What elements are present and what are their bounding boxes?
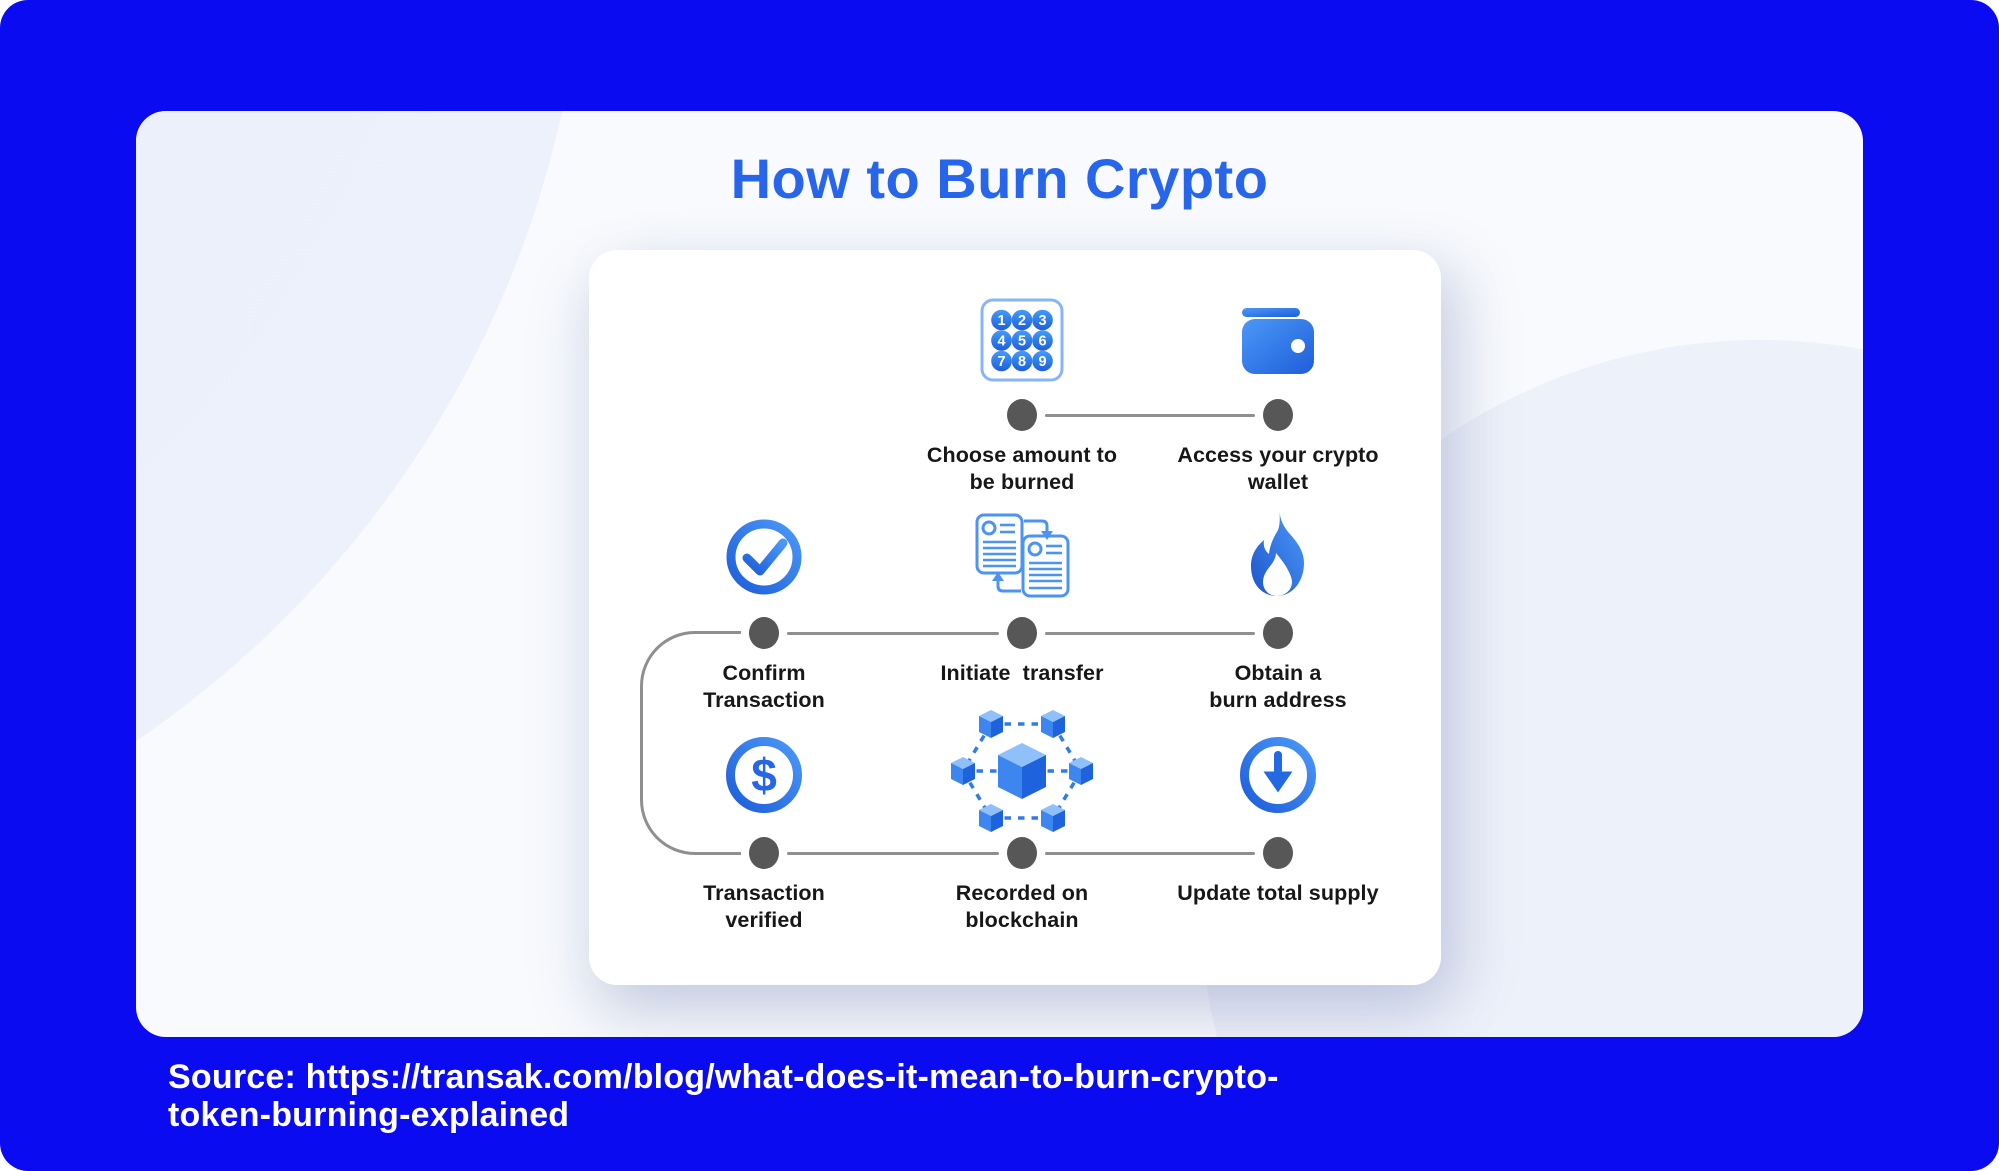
connector-row1 [1045, 414, 1255, 417]
documents-transfer-icon [975, 513, 1070, 598]
step-dot-confirm-transaction [749, 617, 779, 649]
step-label-initiate-transfer: Initiate transfer [892, 660, 1152, 687]
label-line: wallet [1247, 470, 1309, 494]
keypad-digit: 1 [997, 313, 1005, 329]
step-dot-choose-amount [1007, 399, 1037, 431]
keypad-digit: 2 [1018, 313, 1026, 329]
connector-bracket-left [640, 631, 741, 855]
step-label-obtain-burn-address: Obtain a burn address [1148, 660, 1408, 714]
connector-row3-a [787, 852, 999, 855]
step-dot-recorded-on-blockchain [1007, 837, 1037, 869]
step-label-update-total-supply: Update total supply [1148, 880, 1408, 907]
keypad-digit: 3 [1038, 313, 1046, 329]
step-dot-initiate-transfer [1007, 617, 1037, 649]
keypad-digit: 5 [1018, 334, 1026, 350]
step-dot-transaction-verified [749, 837, 779, 869]
label-line: burn address [1209, 688, 1347, 712]
label-line: Recorded on [955, 881, 1089, 905]
arrow-down-circle-icon [1240, 737, 1316, 813]
blockchain-network-icon [951, 710, 1093, 832]
step-dot-access-wallet [1263, 399, 1293, 431]
decorative-circle-top-left [136, 111, 586, 919]
step-label-confirm-transaction: Confirm Transaction [634, 660, 894, 714]
flow-diagram-card: 1 2 3 4 5 6 7 8 9 [589, 250, 1441, 985]
label-line: blockchain [965, 908, 1079, 932]
flame-icon [1251, 511, 1304, 596]
connector-row2-b [1045, 632, 1255, 635]
label-line: Confirm [722, 661, 806, 685]
keypad-digit: 7 [997, 354, 1005, 370]
dollar-circle-icon: $ [726, 737, 802, 813]
keypad-digit: 8 [1018, 354, 1026, 370]
connector-row3-b [1045, 852, 1255, 855]
keypad-digit: 6 [1038, 334, 1046, 350]
keypad-digit: 9 [1038, 354, 1046, 370]
step-dot-update-total-supply [1263, 837, 1293, 869]
source-line-1: Source: https://transak.com/blog/what-do… [168, 1058, 1279, 1096]
label-line: Update total supply [1177, 881, 1379, 905]
label-line: Obtain a [1234, 661, 1322, 685]
connector-row2-a [787, 632, 999, 635]
step-label-choose-amount: Choose amount to be burned [892, 442, 1152, 496]
source-attribution: Source: https://transak.com/blog/what-do… [168, 1058, 1279, 1134]
step-label-transaction-verified: Transaction verified [634, 880, 894, 934]
page-title: How to Burn Crypto [730, 147, 1269, 210]
label-line: Choose amount to [926, 443, 1118, 467]
step-dot-obtain-burn-address [1263, 617, 1293, 649]
main-card: How to Burn Crypto [136, 111, 1863, 1037]
keypad-icon: 1 2 3 4 5 6 7 8 9 [980, 298, 1064, 382]
label-line: Initiate transfer [940, 661, 1104, 685]
wallet-icon [1242, 308, 1314, 374]
label-line: be burned [969, 470, 1075, 494]
label-line: Transaction [703, 881, 825, 905]
label-line: verified [725, 908, 803, 932]
keypad-digit: 4 [997, 334, 1005, 350]
label-line: Transaction [703, 688, 825, 712]
dollar-glyph: $ [751, 749, 777, 801]
checkmark-circle-icon [726, 519, 802, 595]
step-label-access-wallet: Access your crypto wallet [1148, 442, 1408, 496]
step-label-recorded-on-blockchain: Recorded on blockchain [892, 880, 1152, 934]
label-line: Access your crypto [1177, 443, 1379, 467]
source-line-2: token-burning-explained [168, 1096, 570, 1134]
